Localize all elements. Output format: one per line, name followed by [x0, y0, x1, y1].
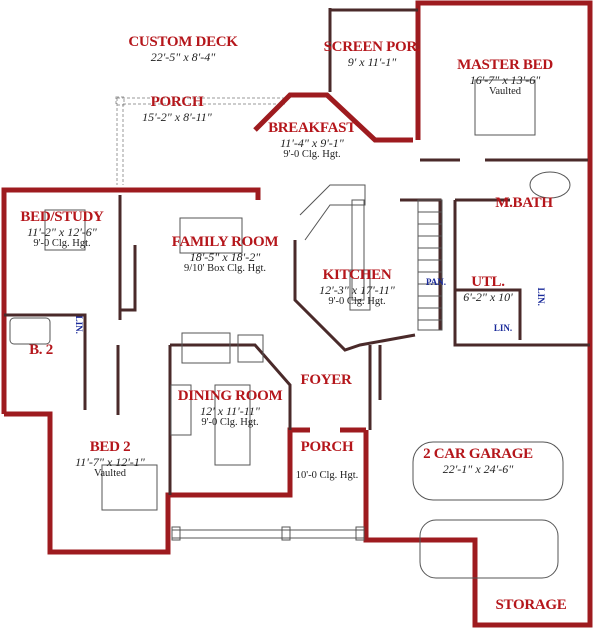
b2-tub [9, 317, 51, 345]
room-note: 9'-0 Clg. Hgt. [201, 417, 259, 429]
room-name: PORCH [150, 94, 204, 110]
closet-lin-utility: LIN. [535, 287, 546, 306]
room-storage: STORAGE [495, 597, 567, 614]
room-name: SCREEN POR. [323, 39, 421, 55]
room-name: BREAKFAST [268, 120, 356, 136]
front-porch-beam [171, 526, 365, 541]
room-foyer: FOYER [300, 372, 352, 389]
room-name: LIN. [493, 323, 513, 333]
room-note: Vaulted [488, 86, 522, 98]
furniture [9, 79, 571, 511]
room-name: LIN. [73, 315, 84, 334]
room-pantry: PAN. [425, 277, 447, 287]
room-name: PAN. [425, 277, 447, 287]
room-dim: 6'-2" x 10' [463, 289, 513, 304]
interior-walls [4, 8, 590, 495]
room-dim: 22'-1" x 24'-6" [442, 461, 514, 476]
car-icon [412, 441, 564, 501]
room-name: STORAGE [495, 597, 567, 613]
room-rear-porch: PORCH 15'-2" x 8'-11" [142, 94, 212, 124]
room-name: KITCHEN [322, 267, 392, 283]
room-dim: 11'-4" x 9'-1" [280, 135, 344, 150]
room-name: 2 CAR GARAGE [423, 446, 533, 462]
room-dim: 9' x 11'-1" [347, 54, 397, 69]
room-dim: 22'-5" x 8'-4" [150, 49, 216, 64]
room-name: UTL. [471, 274, 505, 290]
room-custom-deck: CUSTOM DECK 22'-5" x 8'-4" [128, 34, 238, 64]
room-note: Vaulted [93, 468, 127, 480]
room-note: 9'-0 Clg. Hgt. [328, 296, 386, 308]
stairs [417, 199, 443, 331]
room-note: 9'-0 Clg. Hgt. [33, 238, 91, 250]
room-bed-study: BED/STUDY 11'-2" x 12'-6" 9'-0 Clg. Hgt. [20, 209, 104, 250]
room-name: B. 2 [29, 342, 53, 358]
room-breakfast: BREAKFAST 11'-4" x 9'-1" 9'-0 Clg. Hgt. [268, 120, 356, 161]
room-note: 9/10' Box Clg. Hgt. [183, 263, 267, 275]
room-name: BED/STUDY [20, 209, 104, 225]
room-note: 10'-0 Clg. Hgt. [295, 469, 359, 481]
room-front-porch: PORCH 10'-0 Clg. Hgt. [295, 439, 359, 481]
dining-table [214, 384, 251, 466]
room-master-bed: MASTER BED 16'-7" x 13'-6" Vaulted [457, 57, 553, 98]
closet-lin-b2: LIN. [73, 315, 84, 334]
room-name: DINING ROOM [177, 388, 283, 404]
kitchen-island [349, 269, 371, 311]
room-b2: B. 2 [29, 342, 53, 359]
room-dining-room: DINING ROOM 12' x 11'-11" 9'-0 Clg. Hgt. [177, 388, 283, 429]
kitchen-counter [351, 199, 365, 301]
room-dim: 11'-2" x 12'-6" [27, 224, 97, 239]
chair [237, 334, 264, 363]
room-garage: 2 CAR GARAGE 22'-1" x 24'-6" [423, 446, 533, 476]
room-note: 9'-0 Clg. Hgt. [283, 149, 341, 161]
room-name: PORCH [300, 439, 354, 455]
room-dim: 12' x 11'-11" [200, 403, 260, 418]
suv-icon [419, 519, 559, 579]
cars [412, 441, 564, 579]
room-name: FAMILY ROOM [171, 234, 279, 250]
room-name: FOYER [300, 372, 352, 388]
room-name: CUSTOM DECK [128, 34, 238, 50]
kitchen-bar [299, 184, 366, 241]
study-bed-furniture [44, 209, 86, 251]
rear-porch-outline [115, 96, 285, 185]
room-screen-porch: SCREEN POR. 9' x 11'-1" [323, 39, 421, 69]
room-kitchen: KITCHEN 12'-3" x 17'-11" 9'-0 Clg. Hgt. [319, 267, 395, 308]
room-dim: 11'-7" x 12'-1" [75, 454, 145, 469]
room-utility: UTL. 6'-2" x 10' [463, 274, 513, 304]
room-dim: 12'-3" x 17'-11" [319, 282, 395, 297]
room-m-bath: M.BATH [495, 195, 553, 212]
room-family-room: FAMILY ROOM 18'-5" x 18'-2" 9/10' Box Cl… [171, 234, 279, 275]
sofa [179, 217, 243, 254]
sofa [181, 332, 231, 364]
room-name: MASTER BED [457, 57, 553, 73]
master-bed-furniture [474, 79, 536, 136]
room-dim: 16'-7" x 13'-6" [469, 72, 541, 87]
room-name: BED 2 [89, 439, 131, 455]
buffet [170, 384, 192, 436]
room-dim: 15'-2" x 8'-11" [142, 109, 212, 124]
room-name: M.BATH [495, 195, 553, 211]
bathtub [529, 171, 571, 199]
bed2-furniture [101, 464, 158, 511]
room-dim: 18'-5" x 18'-2" [189, 249, 261, 264]
room-name: LIN. [535, 287, 546, 306]
room-bed2: BED 2 11'-7" x 12'-1" Vaulted [75, 439, 145, 480]
closet-lin-bath: LIN. [493, 323, 513, 333]
